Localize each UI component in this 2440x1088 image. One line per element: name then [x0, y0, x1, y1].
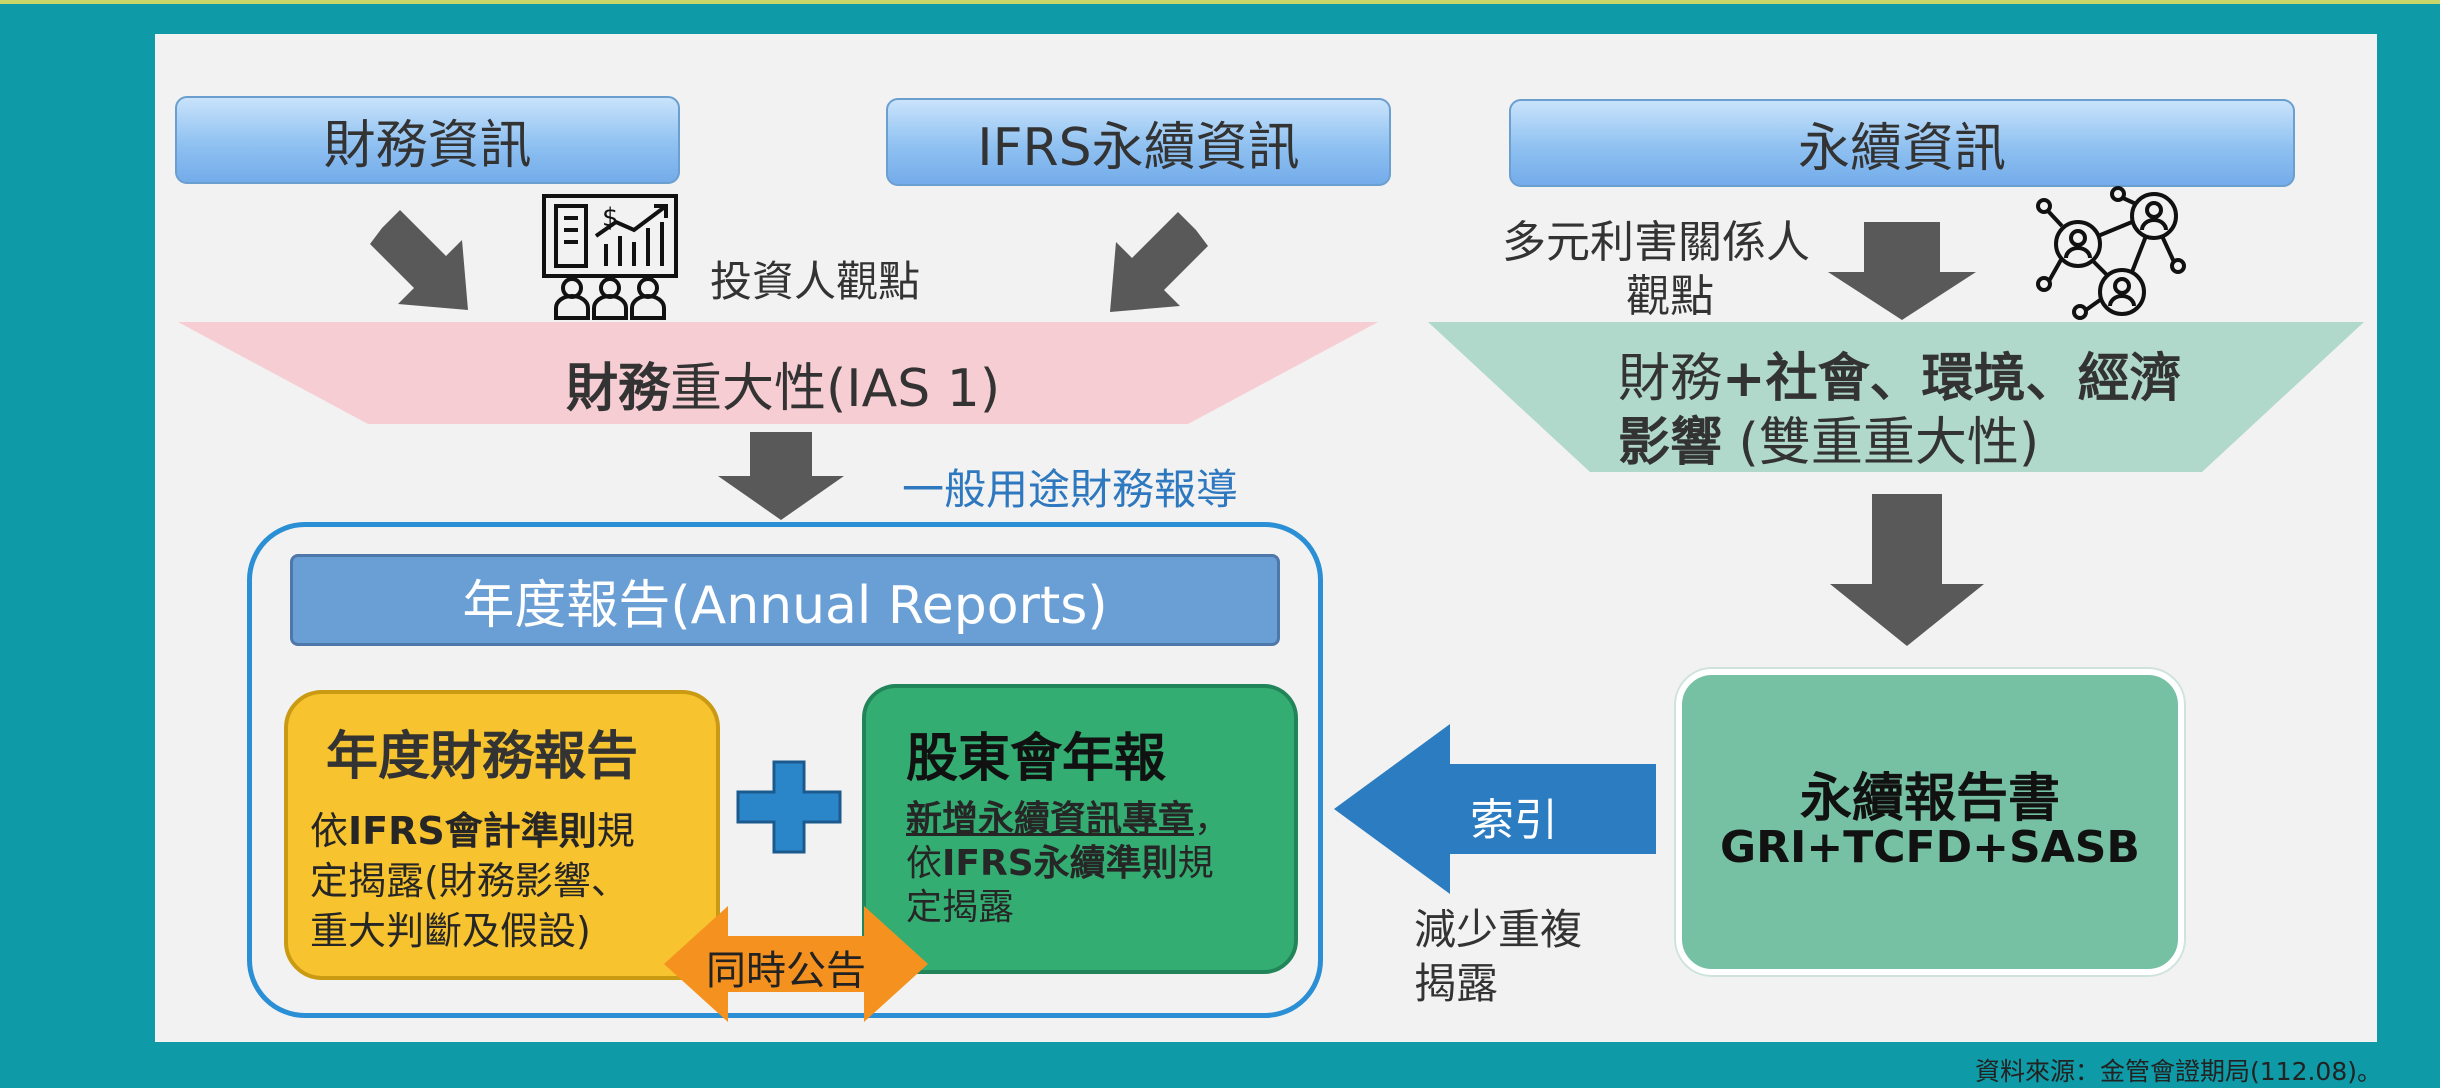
arrow-down-sustainability	[1830, 494, 1984, 646]
double-materiality-line2: 影響 (雙重重大性)	[1618, 400, 2039, 475]
ifrs-sustainability-info-label: IFRS永續資訊	[977, 117, 1300, 178]
sr-line2-b: IFRS永續準則	[942, 843, 1178, 884]
simultaneous-label: 同時公告	[706, 948, 866, 994]
plus-icon	[736, 760, 842, 854]
source-note: 資料來源：金管會證期局(112.08)。	[1975, 1057, 2382, 1086]
annual-financial-report-box	[284, 690, 720, 980]
afr-line1-b: IFRS會計準則	[348, 809, 597, 853]
stakeholder-view-line1: 多元利害關係人	[1502, 217, 1810, 268]
shareholder-report-box	[862, 684, 1298, 974]
sustainability-report-box	[1676, 669, 2184, 975]
financial-info-box: 財務資訊	[175, 96, 680, 184]
double-materiality-influence: 影響	[1618, 413, 1723, 473]
ifrs-sustainability-info-box: IFRS永續資訊	[886, 98, 1391, 186]
arrow-down-financial	[718, 432, 844, 520]
reduce-duplicate-line1: 減少重複	[1414, 905, 1583, 954]
sr-line2-c: 規	[1177, 843, 1214, 884]
sr-line2-a: 依	[906, 843, 943, 884]
investor-view-label: 投資人觀點	[710, 257, 921, 306]
annual-financial-report-line1: 依IFRS會計準則規	[310, 800, 635, 855]
financial-materiality-label: 財務重大性(IAS 1)	[566, 346, 1000, 421]
svg-text:$: $	[602, 203, 619, 233]
sr-line1-bold: 新增永續資訊專章	[906, 799, 1195, 840]
reduce-duplicate-line2: 揭露	[1414, 959, 1499, 1008]
annual-financial-report-title: 年度財務報告	[326, 727, 639, 787]
financial-info-label: 財務資訊	[323, 115, 532, 176]
shareholder-report-line3: 定揭露	[906, 887, 1015, 928]
general-purpose-label: 一般用途財務報導	[902, 465, 1239, 514]
double-materiality-funnel	[1428, 322, 2364, 472]
financial-materiality-funnel	[178, 322, 1378, 424]
shareholder-report-title: 股東會年報	[906, 729, 1167, 789]
shareholder-report-line2: 依IFRS永續準則規	[906, 834, 1214, 886]
annual-reports-label: 年度報告(Annual Reports)	[462, 575, 1108, 636]
sustainability-report-standards: GRI+TCFD+SASB	[1720, 822, 2140, 873]
annual-financial-report-line3: 重大判斷及假設)	[310, 909, 591, 953]
annual-financial-report-line2: 定揭露(財務影響、	[310, 859, 629, 903]
arrow-down-stakeholder	[1828, 222, 1976, 320]
index-arrow-left	[1334, 724, 1656, 894]
stakeholder-view-line2: 觀點	[1626, 271, 1714, 322]
shareholder-report-line1: 新增永續資訊專章，	[906, 790, 1230, 842]
arrow-down-right-left	[370, 210, 468, 310]
afr-line1-a: 依	[310, 809, 349, 853]
financial-materiality-bold: 財務	[566, 359, 671, 419]
afr-line1-c: 規	[596, 809, 635, 853]
annual-reports-frame	[247, 522, 1323, 1018]
top-accent-line	[0, 0, 2440, 4]
double-materiality-impacts: +社會、環境、經濟	[1722, 349, 2182, 409]
sustainability-info-label: 永續資訊	[1797, 118, 2006, 179]
building-chart-investors-icon: $	[542, 194, 678, 320]
double-materiality-line1: 財務+社會、環境、經濟	[1618, 336, 2182, 411]
double-materiality-financial: 財務	[1618, 349, 1723, 409]
sr-line1-tail: ，	[1194, 799, 1231, 840]
double-materiality-note: (雙重重大性)	[1722, 413, 2040, 473]
annual-reports-bar: 年度報告(Annual Reports)	[290, 554, 1280, 646]
arrow-down-left-right	[1110, 212, 1208, 312]
network-people-icon	[2036, 186, 2186, 320]
simultaneous-double-arrow	[664, 906, 928, 1022]
sustainability-info-box: 永續資訊	[1509, 99, 2295, 187]
index-label: 索引	[1470, 795, 1558, 846]
sustainability-report-title: 永續報告書	[1799, 769, 2060, 829]
financial-materiality-rest: 重大性(IAS 1)	[670, 359, 1001, 419]
